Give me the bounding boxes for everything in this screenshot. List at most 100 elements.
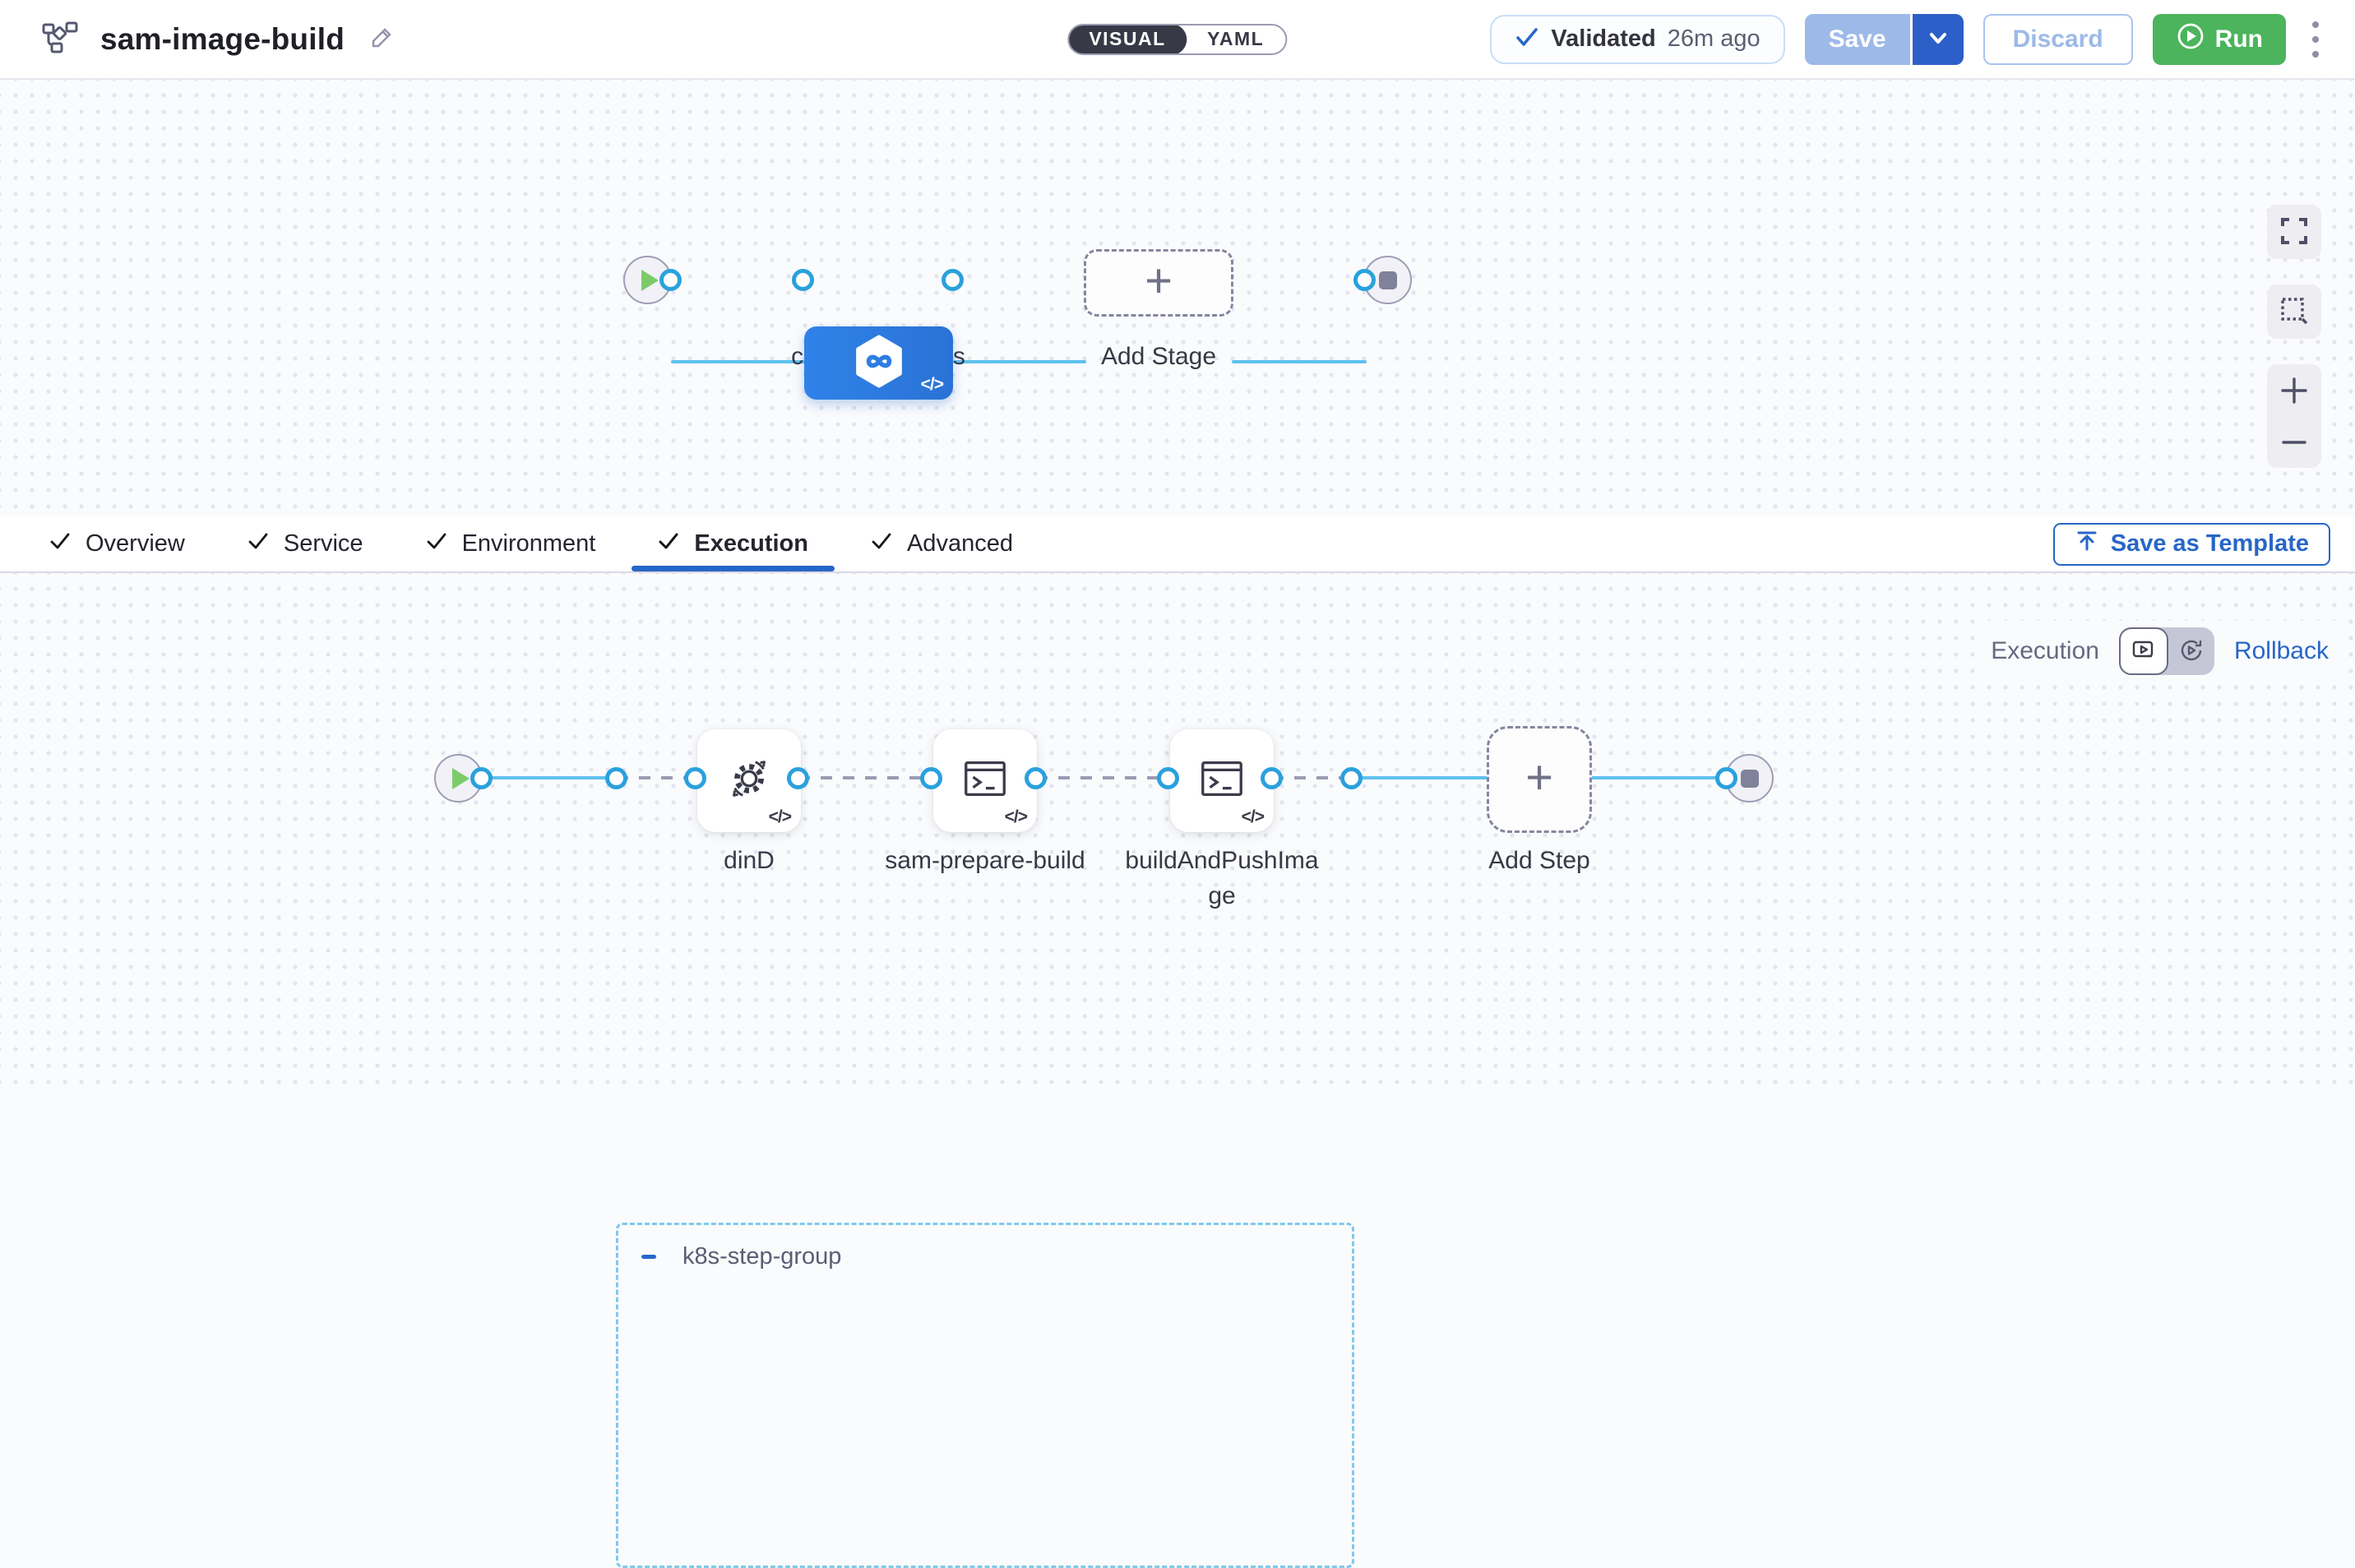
connector-port[interactable] — [1353, 269, 1376, 291]
pipeline-icon — [41, 18, 79, 60]
stage-node-combineimages[interactable]: </> — [804, 326, 953, 400]
code-icon: </> — [1241, 807, 1265, 826]
connector-port[interactable] — [1261, 767, 1283, 789]
save-options-button[interactable] — [1912, 13, 1964, 65]
add-step-label: Add Step — [1488, 847, 1590, 874]
step-group-k8s[interactable]: k8s-step-group — [616, 1223, 1354, 1568]
exec-wire-dashed — [617, 776, 697, 779]
exec-wire-dashed — [798, 776, 933, 779]
run-label: Run — [2214, 25, 2263, 53]
edit-title-button[interactable] — [366, 22, 397, 56]
execution-rollback-switch: Execution — [1974, 621, 2345, 682]
connector-port[interactable] — [1025, 767, 1047, 789]
stop-icon — [1378, 271, 1397, 289]
marquee-select-icon — [2279, 296, 2309, 328]
step-label: dinD — [724, 847, 775, 874]
check-icon — [49, 530, 71, 558]
plus-icon: + — [1145, 254, 1173, 308]
connector-port[interactable] — [605, 767, 627, 789]
save-split-button: Save — [1804, 13, 1964, 65]
more-vertical-icon — [2312, 21, 2319, 28]
step-label: buildAndPushImage — [1125, 847, 1319, 909]
rollback-link[interactable]: Rollback — [2233, 637, 2329, 664]
add-stage-button[interactable]: + — [1084, 249, 1233, 317]
more-options-button[interactable] — [2306, 15, 2325, 64]
step-node-sam-prepare-build[interactable]: </> — [933, 729, 1037, 832]
exec-wire — [1591, 776, 1728, 779]
connector-port[interactable] — [1340, 767, 1363, 789]
validated-label: Validated — [1551, 25, 1656, 52]
rollback-view-button[interactable] — [2168, 627, 2214, 675]
save-button[interactable]: Save — [1804, 13, 1910, 65]
zoom-out-button[interactable] — [2267, 416, 2321, 468]
step-group-label: k8s-step-group — [682, 1243, 842, 1270]
shell-script-icon — [1196, 753, 1247, 808]
yaml-mode-button[interactable]: YAML — [1186, 25, 1286, 53]
stage-config-tabbar: Overview Service Environment Execution A… — [0, 516, 2355, 573]
tab-execution[interactable]: Execution — [627, 516, 840, 571]
run-button[interactable]: Run — [2152, 13, 2286, 65]
selection-mode-button[interactable] — [2267, 284, 2321, 339]
connector-port[interactable] — [792, 269, 814, 291]
connector-port[interactable] — [1715, 767, 1737, 789]
connector-port[interactable] — [942, 269, 964, 291]
stage-wire — [1232, 360, 1367, 363]
check-icon — [1515, 25, 1539, 53]
connector-port[interactable] — [787, 767, 809, 789]
ci-stage-icon — [852, 334, 906, 392]
add-step-button[interactable]: + — [1487, 726, 1592, 833]
fullscreen-button[interactable] — [2267, 205, 2321, 259]
visual-yaml-toggle: VISUAL YAML — [1067, 23, 1288, 55]
check-icon — [248, 530, 269, 558]
tab-overview[interactable]: Overview — [18, 516, 216, 571]
zoom-controls — [2267, 364, 2321, 468]
active-tab-underline — [632, 566, 835, 571]
play-circle-icon — [2176, 21, 2205, 58]
exec-wire-dashed — [1036, 776, 1170, 779]
check-icon — [871, 530, 892, 558]
view-toggle — [2118, 627, 2214, 675]
execution-view-button[interactable] — [2118, 627, 2168, 675]
stop-icon — [1740, 769, 1759, 788]
chevron-down-icon — [1927, 27, 1949, 51]
connector-port[interactable] — [1157, 767, 1179, 789]
save-divider — [1909, 13, 1913, 65]
connector-port[interactable] — [684, 767, 706, 789]
add-stage-label: Add Stage — [1100, 343, 1217, 370]
rollback-icon — [2178, 637, 2205, 666]
step-node-buildandpushimage[interactable]: </> — [1170, 729, 1274, 832]
play-icon — [641, 269, 659, 291]
execution-steps-icon — [2131, 638, 2156, 665]
fullscreen-icon — [2280, 217, 2308, 247]
shell-script-icon — [960, 753, 1011, 808]
validated-time: 26m ago — [1667, 25, 1760, 52]
collapse-group-button[interactable] — [636, 1245, 661, 1270]
stage-wire — [953, 360, 1086, 363]
visual-mode-button[interactable]: VISUAL — [1069, 25, 1187, 53]
step-node-dind[interactable]: </> — [697, 729, 801, 832]
validated-badge[interactable]: Validated 26m ago — [1490, 14, 1785, 64]
plus-icon: + — [1525, 751, 1553, 804]
pipeline-studio-header: sam-image-build VISUAL YAML Validated 26… — [0, 0, 2355, 80]
connector-port[interactable] — [659, 269, 682, 291]
tab-advanced[interactable]: Advanced — [840, 516, 1044, 571]
tab-service[interactable]: Service — [216, 516, 395, 571]
stage-graph-canvas[interactable]: </> combineImages + Add Stage — [0, 80, 2355, 516]
step-label: sam-prepare-build — [885, 847, 1085, 874]
connector-port[interactable] — [920, 767, 942, 789]
exec-wire-dashed — [1272, 776, 1353, 779]
code-icon: </> — [768, 807, 792, 826]
zoom-in-button[interactable] — [2267, 364, 2321, 416]
pencil-icon — [369, 25, 394, 53]
save-as-template-button[interactable]: Save as Template — [2052, 522, 2330, 566]
check-icon — [658, 530, 679, 558]
check-icon — [426, 530, 447, 558]
tab-environment[interactable]: Environment — [395, 516, 627, 571]
code-icon: </> — [1004, 807, 1028, 826]
upload-icon — [2075, 529, 2099, 560]
connector-port[interactable] — [470, 767, 493, 789]
execution-graph-canvas[interactable]: Execution — [0, 573, 2355, 1568]
exec-wire — [1353, 776, 1488, 779]
execution-view-label: Execution — [1991, 637, 2099, 664]
discard-button[interactable]: Discard — [1983, 13, 2133, 65]
